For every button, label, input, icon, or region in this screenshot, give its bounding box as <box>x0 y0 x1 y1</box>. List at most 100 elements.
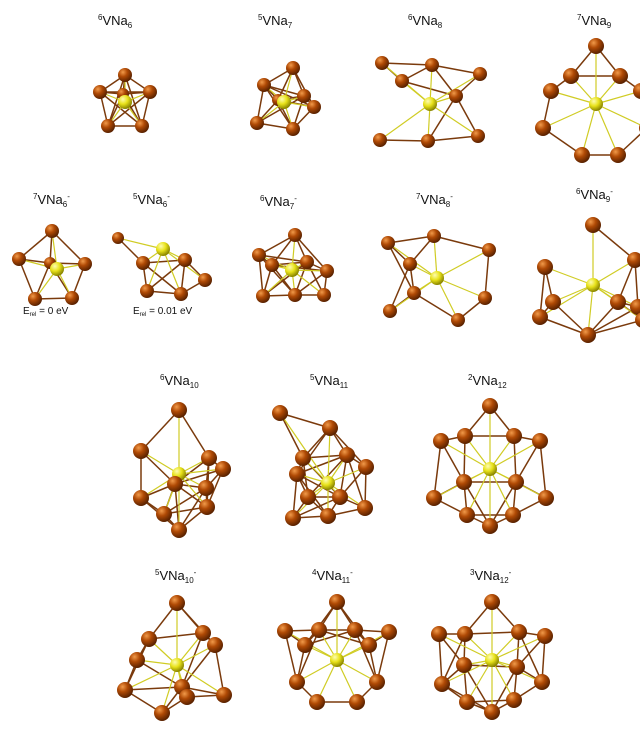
sodium-atom <box>265 258 279 272</box>
sodium-atom <box>297 89 311 103</box>
na-na-bond <box>484 249 490 299</box>
sodium-atom <box>434 676 450 692</box>
na-na-bond <box>296 473 341 498</box>
sodium-atom <box>320 264 334 278</box>
sodium-atom <box>532 309 548 325</box>
na-na-bond <box>463 481 491 527</box>
sodium-atom <box>257 78 271 92</box>
sodium-atom <box>588 38 604 54</box>
na-na-bond <box>148 632 204 640</box>
sodium-atom <box>532 433 548 449</box>
vanadium-atom <box>285 263 299 277</box>
sodium-atom <box>143 85 157 99</box>
sodium-atom <box>285 510 301 526</box>
na-na-bond <box>539 316 589 336</box>
sodium-atom <box>482 398 498 414</box>
sodium-atom <box>286 61 300 75</box>
sodium-atom <box>129 652 145 668</box>
na-na-bond <box>107 91 151 127</box>
sodium-atom <box>395 74 409 88</box>
sodium-atom <box>198 273 212 287</box>
cluster-label-c9: 6VNa9- <box>576 187 613 204</box>
na-na-bond <box>256 95 305 124</box>
vanadium-atom <box>277 95 291 109</box>
v-na-bond <box>162 248 182 295</box>
na-na-bond <box>181 632 204 688</box>
v-na-bond <box>491 635 546 661</box>
sodium-atom <box>101 119 115 133</box>
sodium-atom <box>195 625 211 641</box>
v-na-bond <box>539 284 594 318</box>
na-na-bond <box>587 320 640 336</box>
sodium-atom <box>537 628 553 644</box>
v-na-bond <box>429 103 479 137</box>
na-na-bond <box>258 254 308 263</box>
sodium-atom <box>198 480 214 496</box>
sodium-atom <box>347 622 363 638</box>
sodium-atom <box>118 68 132 82</box>
vanadium-atom <box>430 271 444 285</box>
sodium-atom <box>574 147 590 163</box>
sodium-atom <box>482 243 496 257</box>
sodium-atom <box>543 83 559 99</box>
na-na-bond <box>346 454 366 509</box>
sodium-atom <box>610 294 626 310</box>
v-na-bond <box>595 103 640 126</box>
vanadium-atom <box>321 476 335 490</box>
sodium-atom <box>610 147 626 163</box>
sodium-atom <box>421 134 435 148</box>
na-na-bond <box>381 62 433 66</box>
sodium-atom <box>633 83 640 99</box>
sodium-atom <box>580 327 596 343</box>
sodium-atom <box>473 67 487 81</box>
sodium-atom <box>309 694 325 710</box>
sodium-atom <box>361 637 377 653</box>
v-na-bond <box>542 103 597 129</box>
v-na-bond <box>146 248 164 292</box>
na-na-bond <box>163 487 207 515</box>
v-na-bond <box>176 664 225 696</box>
sodium-atom <box>199 499 215 515</box>
na-na-bond <box>292 67 315 108</box>
sodium-atom <box>136 256 150 270</box>
sodium-atom <box>506 428 522 444</box>
v-na-bond <box>489 468 514 516</box>
sodium-atom <box>286 122 300 136</box>
vanadium-atom <box>589 97 603 111</box>
sodium-atom <box>332 489 348 505</box>
v-na-bond <box>279 412 329 484</box>
cluster-label-c3: 6VNa8 <box>408 13 443 30</box>
sodium-atom <box>433 433 449 449</box>
cluster-label-c4: 7VNa9 <box>577 13 612 30</box>
vanadium-atom <box>330 653 344 667</box>
sodium-atom <box>431 626 447 642</box>
na-na-bond <box>463 664 493 713</box>
v-na-bond <box>327 427 331 484</box>
na-na-bond <box>539 440 547 499</box>
cluster-label-c12: 2VNa12 <box>468 373 507 390</box>
sodium-atom <box>457 626 473 642</box>
sodium-atom <box>509 659 525 675</box>
cluster-label-c13: 5VNa10- <box>155 568 197 585</box>
v-na-bond <box>436 277 486 299</box>
na-na-bond <box>51 230 86 265</box>
na-na-bond <box>431 64 481 75</box>
vanadium-atom <box>170 658 184 672</box>
na-na-bond <box>181 644 216 688</box>
sodium-atom <box>456 474 472 490</box>
sodium-atom <box>317 288 331 302</box>
sodium-atom <box>478 291 492 305</box>
sodium-atom <box>307 100 321 114</box>
na-na-bond <box>413 292 459 321</box>
sodium-atom <box>451 313 465 327</box>
na-na-bond <box>214 644 225 696</box>
na-na-bond <box>304 629 356 646</box>
sodium-atom <box>207 637 223 653</box>
na-na-bond <box>307 454 348 498</box>
sodium-atom <box>288 228 302 242</box>
na-na-bond <box>433 235 490 251</box>
na-na-bond <box>592 224 636 261</box>
cluster-label-c2: 5VNa7 <box>258 13 293 30</box>
na-na-bond <box>18 258 36 300</box>
